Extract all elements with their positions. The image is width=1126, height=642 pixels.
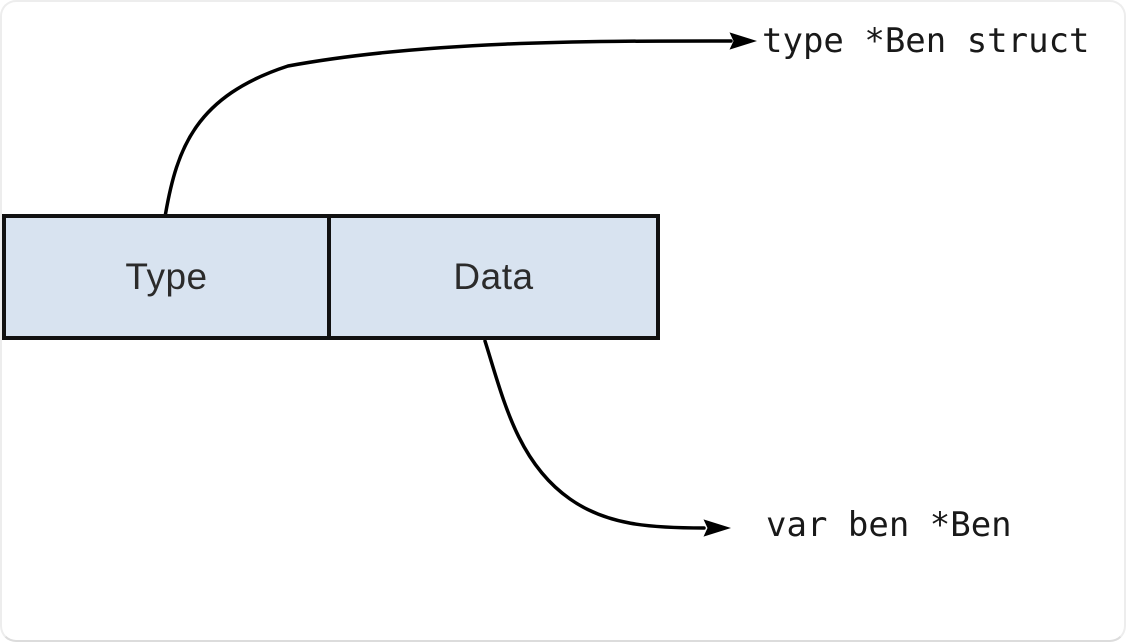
interface-value-box: Type Data: [2, 214, 660, 340]
data-cell: Data: [331, 218, 656, 336]
var-declaration-label: var ben *Ben: [766, 505, 1012, 545]
type-cell-label: Type: [125, 256, 208, 297]
cell-divider: [327, 218, 331, 336]
type-cell: Type: [6, 218, 327, 336]
data-cell-label: Data: [453, 256, 534, 297]
type-declaration-label: type *Ben struct: [762, 21, 1090, 61]
